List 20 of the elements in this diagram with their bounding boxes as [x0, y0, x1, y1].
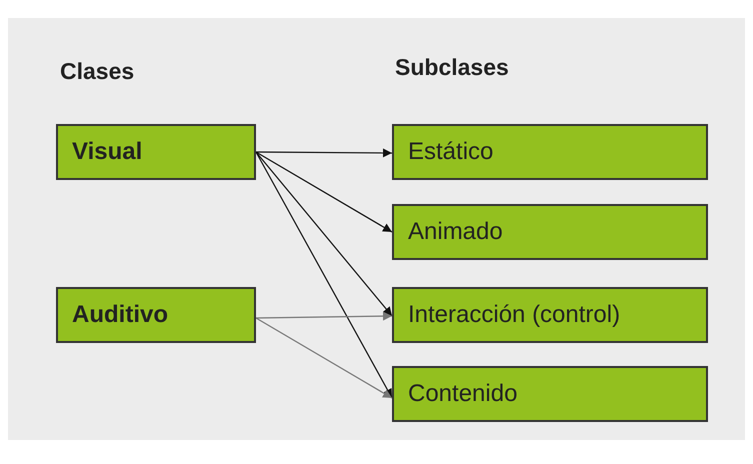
arrow [256, 151, 392, 233]
box-label: Interacción (control) [408, 301, 620, 329]
class-box [392, 366, 708, 422]
column-heading: Clases [60, 58, 134, 85]
box-label: Contenido [408, 380, 518, 408]
box-label: Animado [408, 218, 503, 246]
class-box [392, 204, 708, 260]
arrow [256, 317, 392, 399]
class-box [56, 124, 256, 180]
column-heading: Subclases [395, 54, 509, 81]
box-label: Estático [408, 138, 494, 166]
arrow [256, 312, 392, 321]
box-label: Auditivo [72, 301, 168, 329]
class-box [56, 287, 256, 343]
class-box [392, 287, 708, 343]
class-box [392, 124, 708, 180]
arrow [255, 152, 393, 398]
box-label: Visual [72, 138, 142, 166]
arrow [256, 148, 392, 158]
arrow [256, 152, 392, 316]
